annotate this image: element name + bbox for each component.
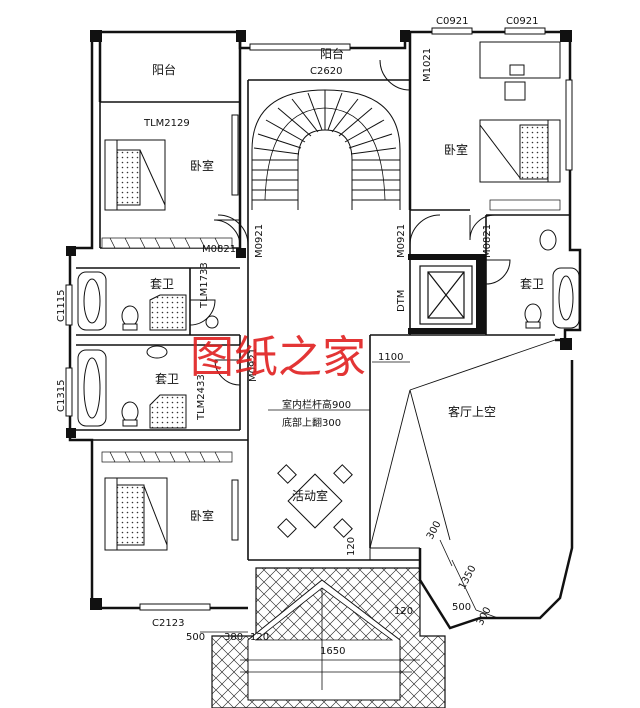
door-m0921-a: M0921 — [254, 224, 265, 258]
bathtub-left-upper — [77, 271, 107, 331]
toilets — [121, 303, 542, 427]
room-balcony-top: 阳台 — [320, 46, 344, 61]
room-bath-left-upper: 套卫 — [150, 277, 174, 291]
bathtub-right — [552, 267, 580, 329]
room-balcony-left: 阳台 — [152, 62, 176, 77]
note-rail-height: 室内栏杆高900 — [282, 398, 351, 411]
dim-120-c: 120 — [394, 606, 413, 617]
bed-top-left — [104, 139, 166, 211]
dim-300-a: 300 — [425, 519, 444, 541]
window-c1115: C1115 — [56, 290, 67, 322]
windows — [65, 27, 573, 611]
door-m0921-b: M0921 — [396, 224, 407, 258]
dim-120-b: 120 — [250, 632, 269, 643]
bathtub-left-lower — [77, 349, 107, 427]
room-living-void: 客厅上空 — [448, 404, 496, 419]
room-bedroom-top-left: 卧室 — [190, 158, 214, 173]
wardrobes — [101, 199, 561, 463]
dim-500-b: 500 — [186, 632, 205, 643]
doors — [189, 59, 511, 386]
desk — [479, 41, 561, 101]
door-m0821-a: M0821 — [202, 244, 236, 255]
activity-table — [277, 464, 353, 538]
window-c2620: C2620 — [310, 66, 342, 77]
wall-columns — [66, 30, 572, 610]
dim-1650: 1650 — [320, 646, 345, 657]
dim-380: 380 — [224, 632, 243, 643]
door-tlm1733: TLM1733 — [199, 262, 210, 309]
dim-1100: 1100 — [378, 352, 403, 363]
elevator-door-dtm: DTM — [396, 290, 407, 312]
door-m0821-b: M0821 — [482, 224, 493, 258]
room-bedroom-bottom-left: 卧室 — [190, 508, 214, 523]
bed-bottom-left — [104, 477, 168, 551]
room-bath-left-lower: 套卫 — [155, 372, 179, 386]
door-tlm2129: TLM2129 — [143, 118, 190, 129]
window-c0921-a: C0921 — [436, 16, 468, 27]
elevator — [419, 265, 473, 325]
note-sill: 底部上翻300 — [282, 416, 341, 429]
dim-120-a: 120 — [346, 537, 357, 556]
dimension-lines — [200, 361, 499, 661]
room-activity: 活动室 — [292, 488, 328, 503]
roof-tiles — [211, 567, 446, 708]
showers — [149, 294, 187, 429]
door-m0921-c: M0921 — [248, 348, 259, 382]
dim-300-b: 300 — [475, 605, 494, 627]
staircase — [251, 89, 401, 210]
room-bath-right: 套卫 — [520, 277, 544, 291]
door-m1021: M1021 — [422, 48, 433, 82]
void-lines — [369, 334, 556, 549]
dim-500-a: 500 — [452, 602, 471, 613]
window-c0921-b: C0921 — [506, 16, 538, 27]
watermark: 图纸之家 — [190, 332, 366, 383]
window-c1315: C1315 — [56, 380, 67, 412]
door-tlm2433: TLM2433 — [196, 374, 207, 421]
window-c2123: C2123 — [152, 618, 184, 629]
sinks — [146, 229, 557, 359]
bed-top-right — [479, 119, 561, 183]
room-bedroom-top-right: 卧室 — [444, 142, 468, 157]
